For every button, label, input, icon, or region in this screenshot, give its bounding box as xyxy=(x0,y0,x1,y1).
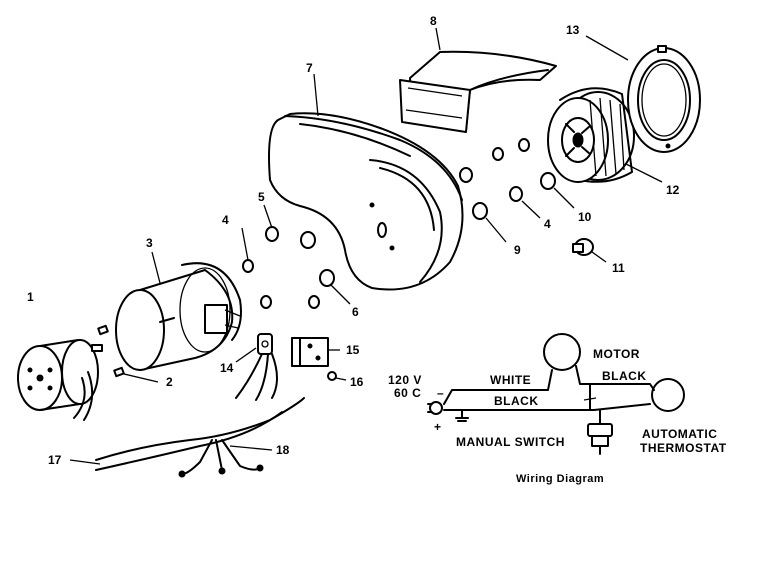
part-3-motor xyxy=(115,251,242,371)
part-label-7: 7 xyxy=(306,61,313,75)
part-14-switch xyxy=(235,333,278,401)
wiring-automatic-label: AUTOMATIC xyxy=(642,427,717,441)
wiring-switch-symbol xyxy=(587,423,613,437)
part-label-17: 17 xyxy=(48,453,62,467)
wiring-frequency-label: 60 C xyxy=(394,386,421,400)
part-label-16: 16 xyxy=(350,375,364,389)
part-7-blower-housing xyxy=(268,73,464,291)
part-label-9: 9 xyxy=(514,243,521,257)
part-label-15: 15 xyxy=(346,343,360,357)
part-9-10-nuts xyxy=(459,138,575,243)
wiring-caption: Wiring Diagram xyxy=(516,473,604,485)
part-2-screws xyxy=(97,324,159,383)
part-label-12: 12 xyxy=(666,183,680,197)
wiring-plug-symbol xyxy=(429,401,443,415)
wiring-minus-label: – xyxy=(437,386,444,400)
wiring-motor-symbol xyxy=(543,333,581,371)
part-label-6: 6 xyxy=(352,305,359,319)
wiring-diagram: 120 V 60 C – + MOTOR WHITE BLACK BLACK M… xyxy=(388,333,727,485)
part-12-blower-wheel xyxy=(547,87,663,183)
part-label-5: 5 xyxy=(258,190,265,204)
wiring-black-top-label: BLACK xyxy=(602,369,647,383)
part-1-end-cap xyxy=(17,339,103,421)
wiring-plus-label: + xyxy=(434,420,442,434)
part-label-1: 1 xyxy=(27,290,34,304)
part-label-2: 2 xyxy=(166,375,173,389)
part-15-16-terminal xyxy=(291,337,347,381)
wiring-thermostat-label: THERMOSTAT xyxy=(640,441,727,455)
part-label-3: 3 xyxy=(146,236,153,250)
part-label-10: 10 xyxy=(578,210,592,224)
part-17-18-cord xyxy=(69,397,305,478)
wiring-manual-switch-label: MANUAL SWITCH xyxy=(456,435,565,449)
part-8-duct xyxy=(399,27,557,133)
wiring-thermostat-symbol xyxy=(651,378,685,412)
wiring-black-bottom-label: BLACK xyxy=(494,394,539,408)
wiring-voltage-label: 120 V xyxy=(388,373,422,387)
part-13-ring-plate xyxy=(585,35,701,153)
part-11-fitting xyxy=(572,238,607,263)
part-label-4-right: 4 xyxy=(544,217,551,231)
part-label-8: 8 xyxy=(430,14,437,28)
part-label-11: 11 xyxy=(612,261,625,275)
part-label-18: 18 xyxy=(276,443,290,457)
wiring-motor-label: MOTOR xyxy=(593,347,640,361)
part-label-4-left: 4 xyxy=(222,213,229,227)
wiring-white-label: WHITE xyxy=(490,373,531,387)
part-label-13: 13 xyxy=(566,23,580,37)
part-4-5-6-hardware xyxy=(241,204,351,309)
part-label-14: 14 xyxy=(220,361,234,375)
part-labels: 1 2 3 4 5 6 7 8 9 10 4 11 12 13 14 15 16… xyxy=(27,14,680,467)
